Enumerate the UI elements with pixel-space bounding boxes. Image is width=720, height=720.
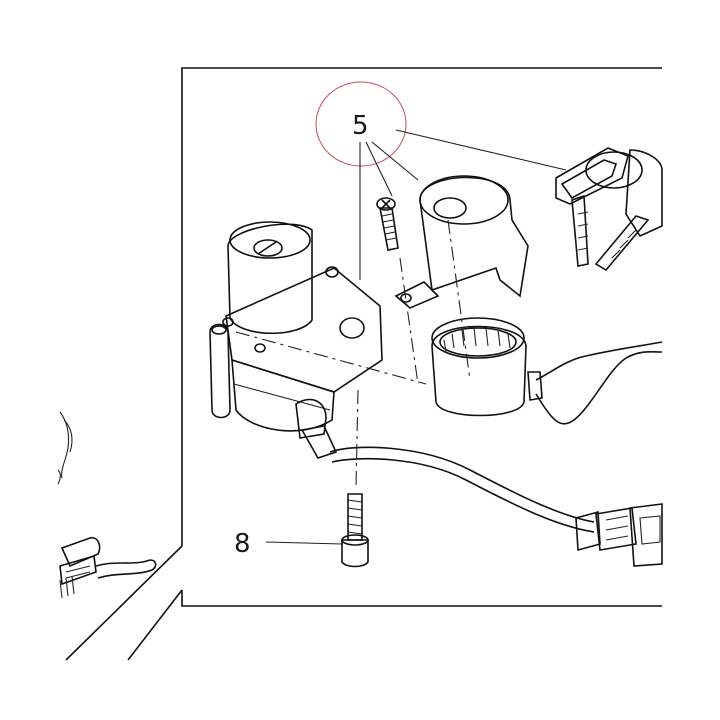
harness-connector — [575, 503, 663, 567]
bolt — [341, 493, 369, 568]
callout-5-label: 5 — [352, 111, 369, 141]
ignition-switch-assembly — [209, 221, 383, 459]
adjacent-view-fragment — [57, 411, 157, 599]
lock-sleeve — [431, 317, 527, 417]
callout-5-leaders — [359, 129, 567, 280]
view-frame — [65, 67, 662, 661]
callout-8-label: 8 — [234, 529, 251, 559]
adjacent-connector — [59, 536, 157, 599]
switch-cover — [394, 175, 529, 309]
assembly-center-lines — [235, 219, 471, 489]
callout-5-highlight-circle — [315, 81, 407, 167]
wiring-harness — [329, 341, 663, 533]
screw-long — [376, 197, 399, 251]
callout-8-leader — [265, 541, 343, 545]
ignition-keys — [555, 147, 663, 272]
